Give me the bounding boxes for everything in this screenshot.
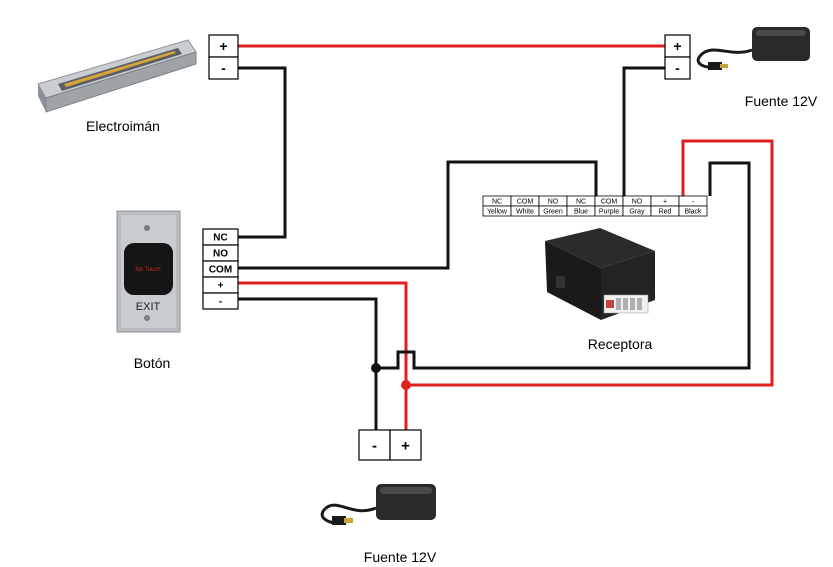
magnet-terminal-label: + — [219, 38, 227, 54]
wire-supply-minus-to-com — [622, 66, 665, 196]
receiver-color-label: Blue — [574, 209, 588, 216]
bottom-supply-terminal-label: - — [372, 437, 377, 454]
top-supply-terminal-cell — [664, 56, 691, 80]
junction-dot-black — [371, 363, 381, 373]
wire-ground-to-black — [376, 161, 751, 370]
power-adapter-bottom — [320, 484, 436, 525]
button-terminal-cell — [202, 292, 239, 310]
receiver-terminal-label: NC — [576, 199, 586, 206]
receiver-terminal-label: COM — [517, 199, 534, 206]
junction-dot-red — [401, 380, 411, 390]
magnet-terminal-cell — [208, 56, 239, 80]
label-receptora: Receptora — [588, 336, 653, 352]
top-supply-terminal-label: + — [673, 38, 681, 54]
button-terminal-block: NC NO COM + - — [202, 228, 239, 310]
receiver-color-label: Gray — [629, 209, 645, 216]
receiver-color-cell — [678, 205, 708, 217]
receiver-terminal-strip: NC Yellow COM White NO Green NC Blue COM Purple NO… — [482, 195, 708, 217]
wires — [238, 44, 774, 430]
button-touch-text: No Touch — [135, 267, 160, 273]
receiver-terminal-label: COM — [601, 199, 618, 206]
bottom-supply-terminal-cell — [358, 429, 391, 461]
button-terminal-label: - — [219, 297, 222, 308]
wire-button-plus — [238, 281, 408, 430]
label-electroiman: Electroimán — [86, 118, 160, 134]
receiver-terminal-label: + — [663, 199, 667, 206]
receiver-color-label: White — [516, 209, 534, 216]
exit-button-device: No Touch EXIT — [116, 210, 181, 333]
electromagnet — [37, 39, 197, 113]
magnet-terminal-block: +- — [208, 34, 239, 80]
button-terminal-label: COM — [209, 265, 232, 276]
receiver-color-label: Purple — [599, 209, 619, 216]
receiver-color-label: Yellow — [487, 209, 508, 216]
wire-positive-to-red — [406, 139, 774, 387]
receiver-color-label: Green — [543, 209, 563, 216]
button-terminal-label: NC — [213, 233, 227, 244]
receiver-terminal-label: NC — [492, 199, 502, 206]
top-supply-terminal-block: +- — [664, 34, 691, 80]
receiver-terminal-label: NO — [632, 199, 643, 206]
label-boton: Botón — [134, 355, 171, 371]
button-terminal-label: NO — [213, 249, 228, 260]
button-terminal-label: + — [218, 281, 224, 292]
button-exit-text: EXIT — [136, 301, 161, 313]
bottom-supply-terminal-block: -+ — [358, 429, 422, 461]
bottom-supply-terminal-label: + — [401, 437, 410, 454]
receiver-module — [545, 228, 655, 320]
receiver-terminal-label: - — [692, 199, 695, 206]
wire-button-minus — [238, 297, 378, 430]
receiver-color-label: Red — [659, 209, 672, 216]
label-fuente-bottom: Fuente 12V — [364, 549, 437, 565]
wire-com-to-receiver-nc — [238, 160, 598, 270]
label-fuente-top: Fuente 12V — [745, 93, 818, 109]
receiver-terminal-label: NO — [548, 199, 559, 206]
magnet-terminal-label: - — [221, 60, 226, 76]
receiver-color-label: Black — [684, 209, 702, 216]
wire-magnet-minus-to-nc — [238, 66, 287, 239]
power-adapter-top — [696, 27, 810, 70]
top-supply-terminal-label: - — [675, 60, 680, 76]
bottom-supply-terminal-cell — [389, 429, 422, 461]
